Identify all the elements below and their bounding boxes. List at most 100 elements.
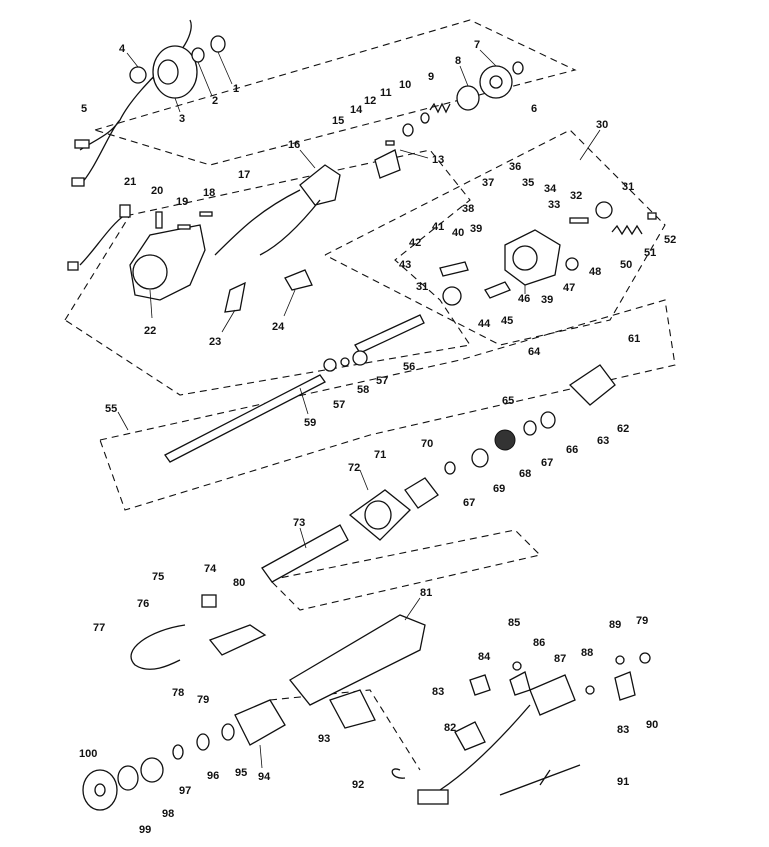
screw-part-89 <box>615 655 625 665</box>
bore-part-72 <box>364 500 392 530</box>
housing-group-boundary <box>64 149 471 396</box>
leader-73 <box>299 527 307 549</box>
callout-75: 75 <box>152 571 164 583</box>
callout-57-right: 57 <box>376 375 388 387</box>
callout-84: 84 <box>478 651 491 663</box>
switch-part-82 <box>454 721 486 751</box>
cover-part-70 <box>404 477 439 509</box>
part-6 <box>512 61 524 75</box>
ring-part-66 <box>540 411 556 429</box>
bearing-group-boundary <box>269 529 542 611</box>
leader-59 <box>299 387 309 415</box>
callout-74: 74 <box>204 563 217 575</box>
bearing-part-94 <box>234 699 286 746</box>
callout-17: 17 <box>238 169 250 181</box>
callout-76: 76 <box>137 598 149 610</box>
callout-5: 5 <box>81 103 87 115</box>
callout-83-right: 83 <box>617 724 629 736</box>
buzzer-switch-21 <box>119 204 131 218</box>
lever-part-23 <box>224 281 246 313</box>
callout-36: 36 <box>509 161 521 173</box>
leader-8 <box>459 65 469 87</box>
leader-16 <box>299 149 316 169</box>
lower-group-boundary <box>269 689 421 771</box>
pin-part-32 <box>569 217 589 224</box>
screw-part-19 <box>177 224 191 230</box>
callout-67-right: 67 <box>541 457 553 469</box>
screw-part-85 <box>512 661 522 671</box>
callout-6: 6 <box>531 103 537 115</box>
callout-95: 95 <box>235 767 247 779</box>
washer-part-10 <box>420 112 430 124</box>
callout-69: 69 <box>493 483 505 495</box>
rack-part-44 <box>484 281 511 299</box>
ring-part-31a <box>595 201 613 219</box>
leader-7 <box>479 49 497 67</box>
callout-4: 4 <box>119 43 126 55</box>
callout-73: 73 <box>293 517 305 529</box>
connector-harness <box>417 789 449 805</box>
callout-33: 33 <box>548 199 560 211</box>
bracket-part-90 <box>614 671 636 701</box>
callout-22: 22 <box>144 325 156 337</box>
callout-65: 65 <box>502 395 514 407</box>
callout-79-right: 79 <box>636 615 648 627</box>
callout-62: 62 <box>617 423 629 435</box>
gear-part-57a <box>323 358 337 372</box>
callout-30: 30 <box>596 119 608 131</box>
leader-55 <box>117 411 129 431</box>
callout-68: 68 <box>519 468 531 480</box>
leader-1 <box>217 51 233 85</box>
part-8-cam <box>456 85 480 111</box>
callout-24: 24 <box>272 321 285 333</box>
part-1 <box>210 35 226 53</box>
ring-part-96 <box>196 733 210 751</box>
leader-13 <box>399 149 429 159</box>
bracket-part-14 <box>374 149 401 179</box>
jacket-part-73 <box>261 524 349 583</box>
callout-10: 10 <box>399 79 411 91</box>
callout-48: 48 <box>589 266 601 278</box>
seal-part-100-hole <box>94 783 106 797</box>
callout-89: 89 <box>609 619 621 631</box>
callout-35: 35 <box>522 177 534 189</box>
callout-2: 2 <box>212 95 218 107</box>
lower-column-assembly <box>82 594 426 811</box>
leader-94 <box>259 744 263 769</box>
group-boundaries <box>64 19 676 771</box>
callout-58: 58 <box>357 384 369 396</box>
leader-4 <box>126 52 139 68</box>
callout-45: 45 <box>501 315 513 327</box>
callout-41: 41 <box>432 221 444 233</box>
callout-34: 34 <box>544 183 557 195</box>
part-84 <box>469 674 491 696</box>
callout-90: 90 <box>646 719 658 731</box>
leader-30 <box>579 129 601 161</box>
callout-7: 7 <box>474 39 480 51</box>
housing-assembly <box>67 149 401 313</box>
shaft-part-56 <box>354 314 425 354</box>
lever-part-86 <box>509 671 531 696</box>
callout-32: 32 <box>570 190 582 202</box>
callout-91: 91 <box>617 776 629 788</box>
callout-66: 66 <box>566 444 578 456</box>
callout-15: 15 <box>332 115 344 127</box>
callout-72: 72 <box>348 462 360 474</box>
leader-lines <box>117 49 601 769</box>
callout-16: 16 <box>288 139 300 151</box>
callout-21: 21 <box>124 176 136 188</box>
callout-86: 86 <box>533 637 545 649</box>
lock-assembly <box>439 201 657 306</box>
callout-57-left: 57 <box>333 399 345 411</box>
callout-59: 59 <box>304 417 316 429</box>
ignition-switch-assembly <box>417 652 651 805</box>
screw-part-88 <box>585 685 595 695</box>
column-part-81 <box>289 614 426 706</box>
callout-47: 47 <box>563 282 575 294</box>
shaft-part-59 <box>164 374 326 463</box>
callout-56: 56 <box>403 361 415 373</box>
seal-part-98 <box>140 757 164 783</box>
callout-83-left: 83 <box>432 686 444 698</box>
callout-63: 63 <box>597 435 609 447</box>
switch-wire-harness <box>79 19 192 186</box>
